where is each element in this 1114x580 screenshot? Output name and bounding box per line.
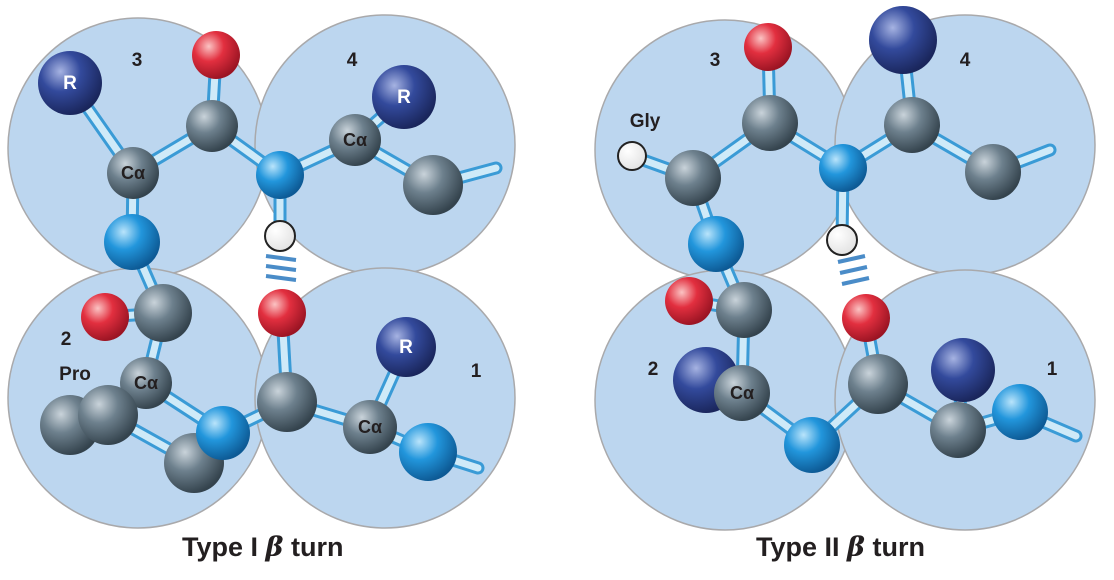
- type2-residue-3-number: 3: [710, 50, 721, 71]
- type1-calpha-label: Cα: [358, 417, 382, 437]
- type2-hydrogen-atom: [826, 224, 858, 256]
- type1-carbon-atom: [403, 155, 463, 215]
- type2-carbonyl-carbon-atom: [848, 354, 908, 414]
- type1-diagram: 3 4 2 1 Pro Cα Cα Cα Cα R R R: [7, 14, 516, 529]
- type1-hydrogen-atom: [264, 220, 296, 252]
- type1-r-label: R: [397, 87, 411, 108]
- type1-calpha-atom: [329, 114, 381, 166]
- type2-carbon-atom: [965, 144, 1021, 200]
- type2-nitrogen-atom: [819, 144, 867, 192]
- type1-residue-2-number: 2: [61, 329, 72, 350]
- type2-nitrogen-atom: [784, 417, 840, 473]
- type2-calpha-label: Cα: [730, 383, 754, 403]
- type1-carbonyl-carbon-atom: [257, 372, 317, 432]
- type2-calpha-atom: [884, 97, 940, 153]
- type1-oxygen-atom: [192, 31, 240, 79]
- type2-oxygen-atom: [744, 23, 792, 71]
- type2-residue-1-number: 1: [1047, 359, 1058, 380]
- type1-r-group-atom: [38, 51, 102, 115]
- type1-r-label: R: [399, 337, 413, 358]
- type2-oxygen-atom: [842, 294, 890, 342]
- type1-carbon-atom: [78, 385, 138, 445]
- type1-residue-name-pro: Pro: [59, 364, 91, 385]
- type2-diagram: 3 4 2 1 Gly Cα: [594, 6, 1096, 531]
- type2-nitrogen-atom: [688, 216, 744, 272]
- type1-labels: 3 4 2 1 Pro Cα Cα Cα Cα R R R: [59, 50, 482, 437]
- type1-r-label: R: [63, 73, 77, 94]
- type1-calpha-atom: [343, 400, 397, 454]
- type2-calpha-atom: [930, 402, 986, 458]
- type1-oxygen-atom: [258, 289, 306, 337]
- type1-nitrogen-atom: [196, 406, 250, 460]
- type2-labels: 3 4 2 1 Gly Cα: [630, 50, 1058, 403]
- type2-carbonyl-carbon-atom: [716, 282, 772, 338]
- type2-residue-2-number: 2: [648, 359, 659, 380]
- type1-calpha-atom: [120, 357, 172, 409]
- type1-r-group-atom: [376, 317, 436, 377]
- type2-calpha-atom: [714, 365, 770, 421]
- type1-nitrogen-atom: [104, 214, 160, 270]
- type2-caption: Type II β turn: [756, 532, 925, 563]
- type1-calpha-label: Cα: [121, 163, 145, 183]
- type1-calpha-atom: [107, 147, 159, 199]
- type2-residue-4-number: 4: [960, 50, 971, 71]
- type2-residue-name-gly: Gly: [630, 111, 661, 132]
- type2-r-group-atom: [869, 6, 937, 74]
- type2-nitrogen-atom: [992, 384, 1048, 440]
- type1-oxygen-atom: [81, 293, 129, 341]
- type1-nitrogen-atom: [399, 423, 457, 481]
- type1-atoms: [38, 31, 463, 493]
- type1-carbonyl-carbon-atom: [186, 100, 238, 152]
- type2-hydrogen-bond: [837, 254, 870, 286]
- type1-nitrogen-atom: [256, 151, 304, 199]
- type2-r-group-atom: [931, 338, 995, 402]
- type1-calpha-label: Cα: [134, 373, 158, 393]
- type1-hydrogen-bond: [265, 254, 297, 282]
- type1-residue-3-number: 3: [132, 50, 143, 71]
- type2-hydrogen-atom: [617, 141, 647, 171]
- type1-residue-4-number: 4: [347, 50, 358, 71]
- type1-caption: Type I β turn: [182, 532, 344, 563]
- type2-calpha-atom: [665, 150, 721, 206]
- type2-carbonyl-carbon-atom: [742, 95, 798, 151]
- type2-atoms: [617, 6, 1048, 473]
- type2-oxygen-atom: [665, 277, 713, 325]
- type1-calpha-label: Cα: [343, 130, 367, 150]
- type1-carbonyl-carbon-atom: [134, 284, 192, 342]
- type1-r-group-atom: [372, 65, 436, 129]
- type1-residue-1-number: 1: [471, 361, 482, 382]
